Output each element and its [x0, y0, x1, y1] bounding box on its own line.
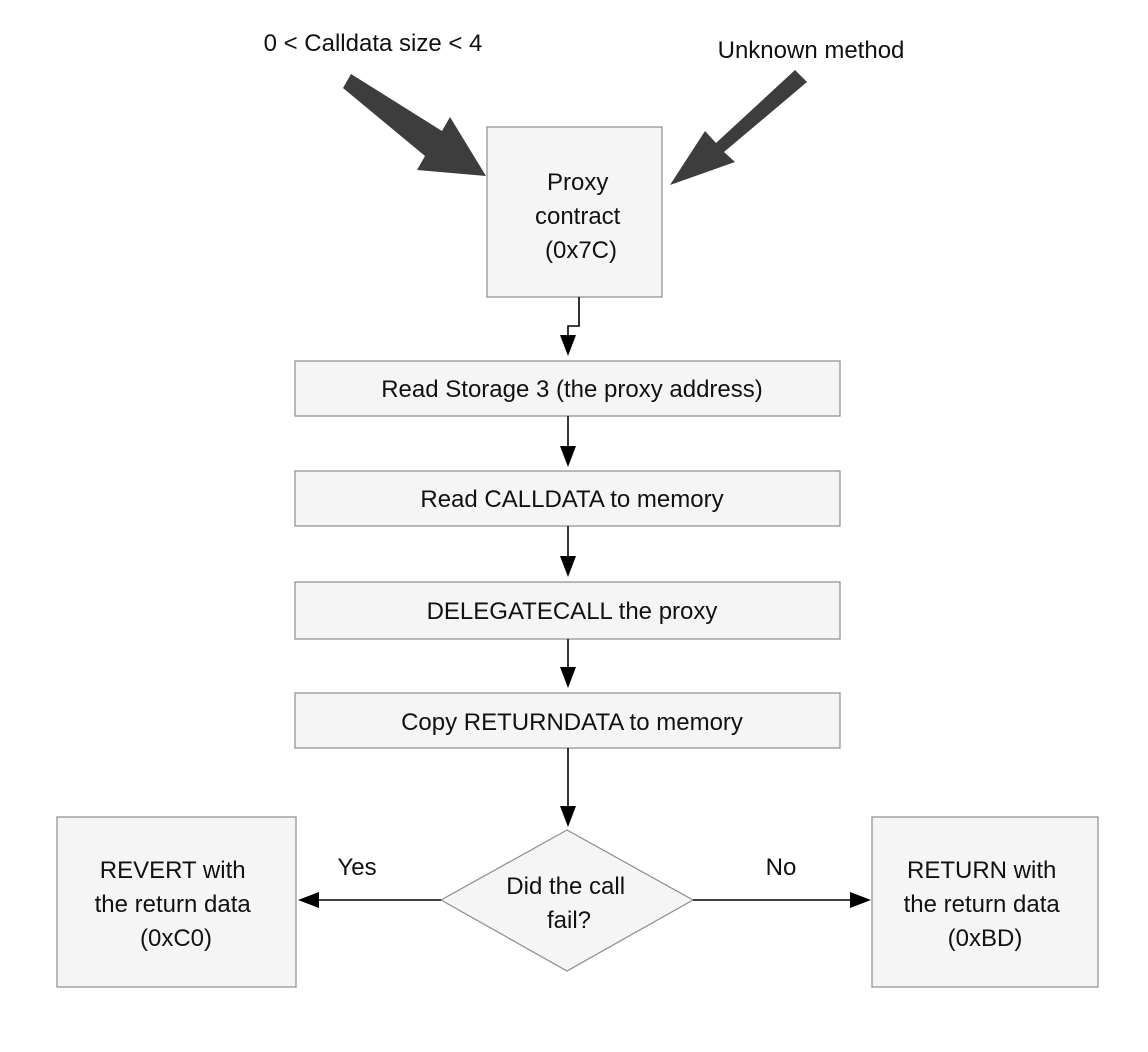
arrowhead-returndata — [560, 667, 576, 688]
decision-diamond — [439, 829, 695, 972]
proxy-contract-box — [486, 126, 663, 298]
return-box — [871, 816, 1099, 988]
arrowhead-no — [850, 892, 871, 908]
revert-box — [56, 816, 297, 988]
delegatecall-box — [294, 581, 841, 640]
read-storage-box — [294, 360, 841, 417]
yes-label: Yes — [337, 854, 376, 881]
decision-label: Did the call fail? — [506, 873, 631, 934]
arrowhead-storage — [560, 335, 576, 356]
arrowhead-decision — [560, 806, 576, 827]
arrowhead-delegatecall — [560, 556, 576, 577]
arrowhead-calldata — [560, 446, 576, 467]
delegatecall-label: DELEGATECALL the proxy — [427, 598, 718, 625]
connector-proxy-to-storage — [567, 297, 580, 336]
no-label: No — [766, 854, 797, 881]
proxy-contract-label: Proxy contract (0x7C) — [535, 169, 627, 264]
read-calldata-label: Read CALLDATA to memory — [420, 486, 723, 513]
read-storage-label: Read Storage 3 (the proxy address) — [381, 376, 763, 403]
revert-label: REVERT with the return data (0xC0) — [95, 857, 258, 952]
return-label: RETURN with the return data (0xBD) — [904, 857, 1067, 952]
input-label-calldata-size: 0 < Calldata size < 4 — [264, 30, 483, 57]
unknown-method-arrow — [670, 70, 807, 185]
copy-returndata-label: Copy RETURNDATA to memory — [401, 709, 743, 736]
arrowhead-yes — [298, 892, 319, 908]
calldata-size-arrow — [343, 74, 486, 176]
input-label-unknown-method: Unknown method — [718, 37, 905, 64]
